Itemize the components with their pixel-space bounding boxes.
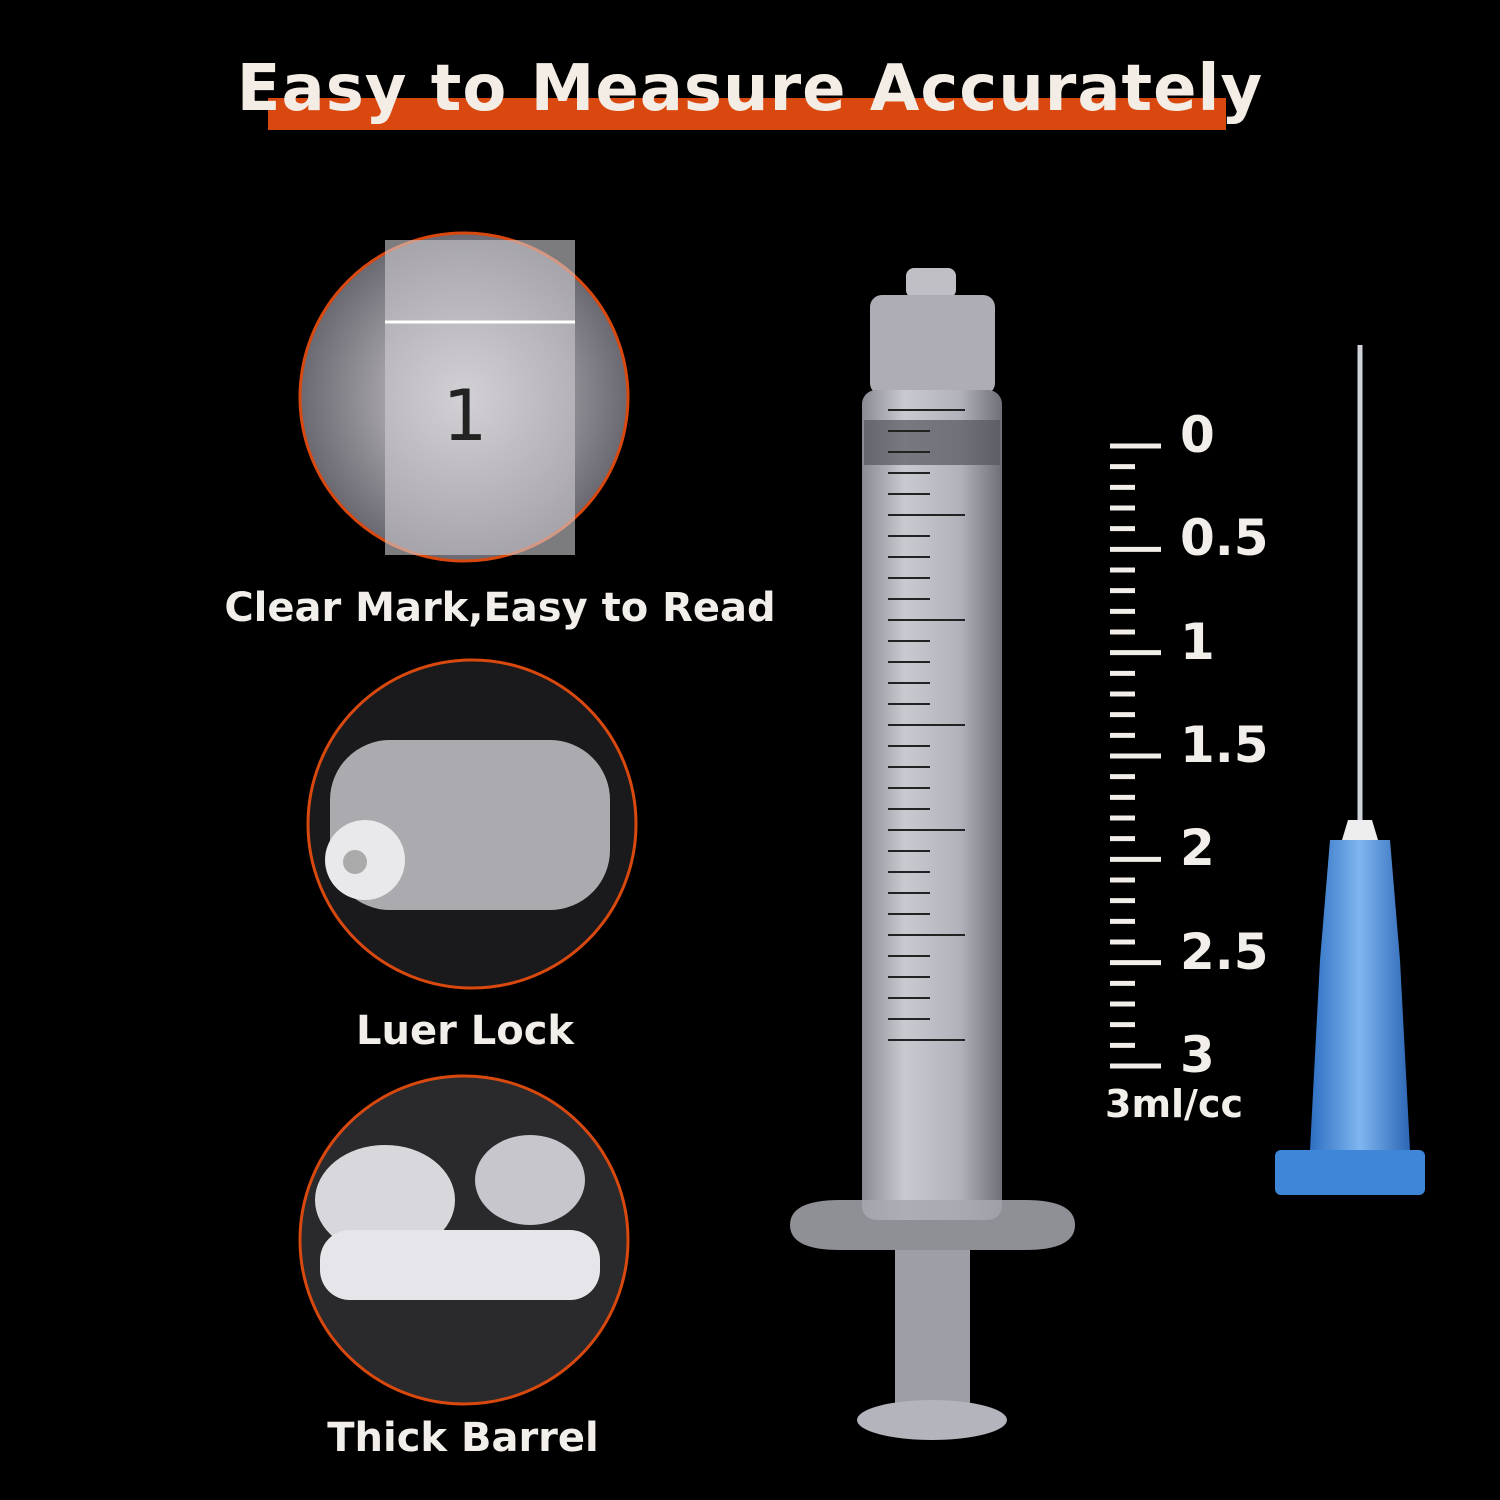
title-underline (268, 98, 1226, 130)
scale-label: 0 (1180, 406, 1215, 464)
scale-label: 2.5 (1180, 922, 1269, 981)
page-title: Easy to Measure Accurately (236, 52, 1264, 126)
scale-label: 0.5 (1180, 509, 1269, 568)
luer-lock-tip-closeup-icon (306, 658, 638, 990)
scale-label: 3 (1180, 1026, 1215, 1084)
scale-unit: 3ml/cc (1105, 1082, 1243, 1126)
measurement-scale (1110, 443, 1161, 1069)
needle-image (1275, 345, 1425, 1195)
feature-caption: Clear Mark,Easy to Read (224, 585, 776, 631)
scale-label: 1 (1180, 612, 1215, 671)
syringe-image (790, 268, 1075, 1440)
scale-label: 2 (1180, 819, 1215, 878)
plunger-flange-closeup-icon (298, 1074, 630, 1406)
svg-text:1: 1 (443, 375, 488, 457)
syringe-marking-closeup-icon: 1 (298, 231, 630, 563)
scale-label: 1.5 (1180, 716, 1269, 774)
feature-caption: Luer Lock (355, 1008, 575, 1054)
feature-caption: Thick Barrel (327, 1415, 599, 1461)
